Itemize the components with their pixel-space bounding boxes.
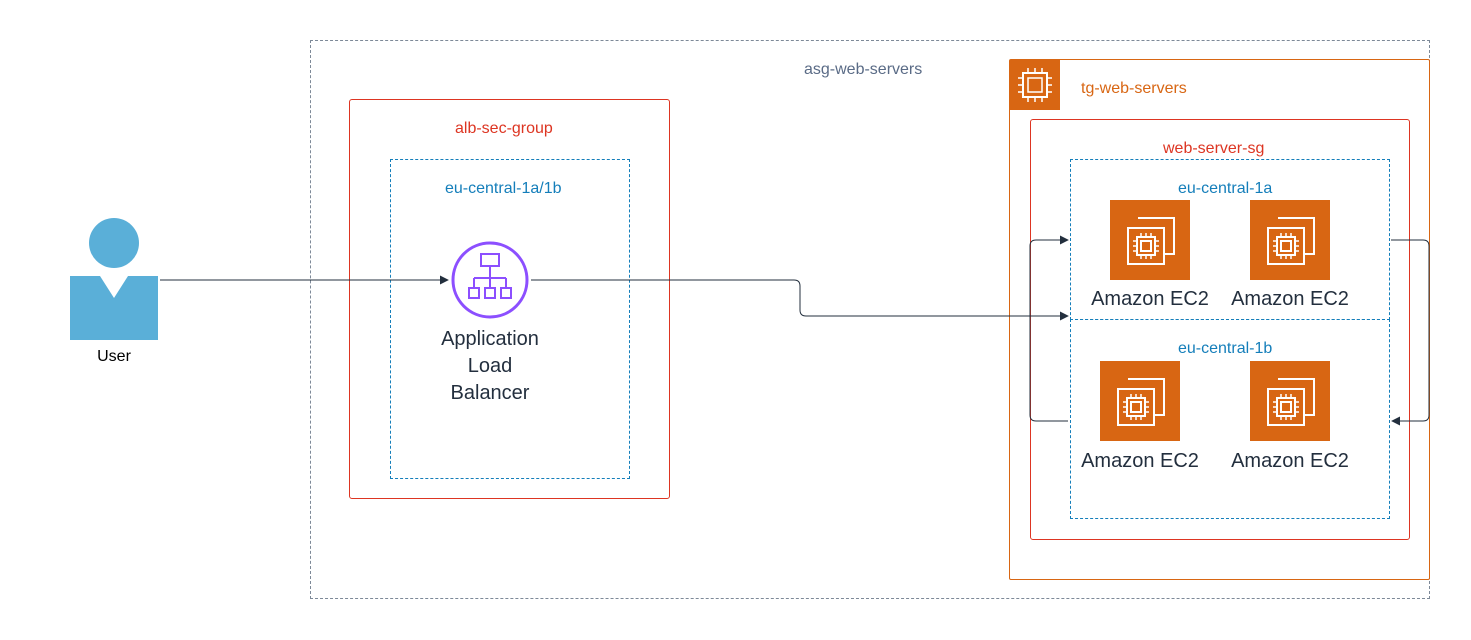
web-sg-label: web-server-sg (1163, 140, 1265, 157)
user-icon (70, 218, 160, 342)
alb-security-group (349, 99, 670, 499)
ec2-instance-icon (1110, 200, 1190, 280)
asg-label: asg-web-servers (804, 61, 923, 78)
tg-label: tg-web-servers (1081, 80, 1187, 97)
ec2-b1-label: Amazon EC2 (1081, 450, 1199, 472)
user-label: User (97, 348, 131, 365)
alb-availability-zone (390, 159, 630, 479)
alb-sg-label: alb-sec-group (455, 120, 553, 137)
target-group-chip-icon (1010, 60, 1060, 110)
alb-label-line2: Load (467, 355, 513, 377)
az-b-label: eu-central-1b (1178, 340, 1273, 357)
alb-label: Application Load Balancer (420, 326, 560, 407)
alb-az-label: eu-central-1a/1b (445, 180, 562, 197)
alb-label-line1: Application (441, 328, 539, 350)
ec2-a2-label: Amazon EC2 (1231, 288, 1349, 310)
alb-to-targets-arrow (531, 279, 1069, 321)
az-b-to-az-a-arrow (1029, 235, 1069, 422)
availability-zone-1b (1070, 319, 1390, 519)
ec2-a1-label: Amazon EC2 (1091, 288, 1209, 310)
application-load-balancer-icon (450, 240, 530, 320)
alb-label-line3: Balancer (450, 382, 530, 404)
ec2-instance-icon (1250, 361, 1330, 441)
ec2-b2-label: Amazon EC2 (1231, 450, 1349, 472)
ec2-instance-icon (1100, 361, 1180, 441)
az-a-to-az-b-arrow (1391, 239, 1430, 426)
ec2-instance-icon (1250, 200, 1330, 280)
az-a-label: eu-central-1a (1178, 180, 1273, 197)
